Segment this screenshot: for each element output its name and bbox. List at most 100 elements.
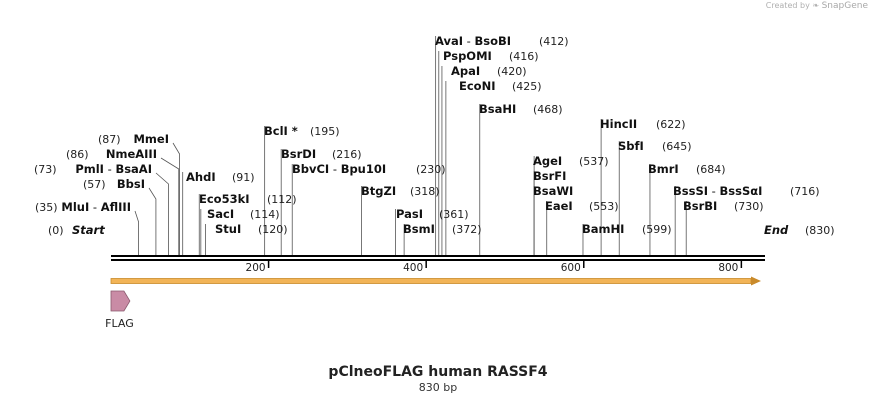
restriction-site: MmeI (87) [98, 132, 169, 146]
site-name-secondary: BsoBI [475, 34, 512, 48]
feature-arrow [110, 290, 131, 312]
ruler-tick-label: 600 [561, 262, 581, 274]
site-name-primary: PasI [396, 207, 423, 221]
site-leader-lines [134, 36, 687, 255]
ruler-tick-label: 800 [718, 262, 738, 274]
site-position: (468) [533, 103, 563, 116]
orf-arrow [110, 276, 761, 286]
site-name-separator: - [89, 200, 100, 214]
site-position: (318) [410, 185, 440, 198]
ruler-tick-label: 200 [246, 262, 266, 274]
site-name: AhdI [186, 170, 216, 184]
site-name: BsmI [403, 222, 435, 236]
map-length: 830 bp [418, 381, 458, 394]
site-position: (416) [509, 50, 539, 63]
site-name-primary: BsaWI [533, 184, 573, 198]
site-name-separator: - [463, 34, 474, 48]
site-name: StuI [215, 222, 241, 236]
site-name-separator: - [104, 162, 115, 176]
site-name: BsrBI [683, 199, 717, 213]
start-position: (0) [48, 224, 64, 237]
site-position: (730) [734, 200, 764, 213]
restriction-site: ApaI (420) [451, 64, 527, 78]
site-name-separator: - [329, 162, 340, 176]
restriction-site: StuI (120) [215, 222, 288, 236]
site-name: BsrFI [533, 169, 566, 183]
site-leader-line [134, 210, 139, 255]
site-name: BmrI [648, 162, 679, 176]
restriction-site: BamHI (599) [582, 222, 672, 236]
site-position: (716) [790, 185, 820, 198]
site-name: SacI [207, 207, 234, 221]
site-name-primary: AvaI [435, 34, 463, 48]
site-leader-line [172, 142, 180, 255]
restriction-site: BtgZI (318) [361, 184, 440, 198]
site-position: (537) [579, 155, 609, 168]
restriction-site: BbvCI - Bpu10I(230) [292, 162, 446, 176]
site-position: (412) [539, 35, 569, 48]
site-name-primary: BsmI [403, 222, 435, 236]
site-position: (599) [642, 223, 672, 236]
end-position: (830) [805, 224, 835, 237]
site-name: ApaI [451, 64, 480, 78]
restriction-site: PspOMI(416) [443, 49, 539, 63]
credit-prefix: Created by [765, 1, 810, 10]
site-name-primary: EaeI [545, 199, 573, 213]
site-position: (553) [589, 200, 619, 213]
site-name: PasI [396, 207, 423, 221]
restriction-site: MluI - AflIII(35) [35, 200, 131, 214]
restriction-site: EaeI (553) [545, 199, 619, 213]
site-name-primary: BclI * [264, 124, 298, 138]
restriction-site: HincII(622) [600, 117, 686, 131]
restriction-site: SacI (114) [207, 207, 280, 221]
site-name: BsrDI [281, 147, 316, 161]
site-position: (684) [696, 163, 726, 176]
site-name-separator: - [708, 184, 719, 198]
site-name-primary: AhdI [186, 170, 216, 184]
site-name: BtgZI [361, 184, 396, 198]
site-position: (87) [98, 133, 121, 146]
site-name-primary: ApaI [451, 64, 480, 78]
site-name: NmeAIII [106, 147, 157, 161]
site-name: EcoNI [459, 79, 495, 93]
site-name-secondary: Bpu10I [341, 162, 386, 176]
site-name-primary: BtgZI [361, 184, 396, 198]
site-name-primary: StuI [215, 222, 241, 236]
restriction-site: BclI *(195) [264, 124, 340, 138]
restriction-site: BsrFI [533, 169, 566, 183]
site-name: BsaHI [479, 102, 516, 116]
site-position: (73) [34, 163, 57, 176]
site-position: (622) [656, 118, 686, 131]
restriction-site: BmrI (684) [648, 162, 726, 176]
site-name-primary: BamHI [582, 222, 624, 236]
site-name-primary: BmrI [648, 162, 679, 176]
site-name-primary: SbfI [618, 139, 644, 153]
restriction-site: BsmI (372) [403, 222, 482, 236]
restriction-site: PasI(361) [396, 207, 469, 221]
site-position: (86) [66, 148, 89, 161]
site-name-primary: AgeI [533, 154, 562, 168]
site-position: (57) [83, 178, 106, 191]
site-position: (216) [332, 148, 362, 161]
restriction-site: BbsI (57) [83, 177, 145, 191]
restriction-site: EcoNI(425) [459, 79, 542, 93]
site-position: (112) [267, 193, 297, 206]
site-name-primary: EcoNI [459, 79, 495, 93]
site-name: MmeI [133, 132, 169, 146]
feature-label: FLAG [105, 317, 134, 330]
site-position: (120) [258, 223, 288, 236]
site-position: (372) [452, 223, 482, 236]
site-name: EaeI [545, 199, 573, 213]
site-position: (420) [497, 65, 527, 78]
dna-backbone [111, 255, 765, 261]
site-name-primary: BbsI [117, 177, 145, 191]
site-position: (114) [250, 208, 280, 221]
site-name: BbvCI - Bpu10I [292, 162, 386, 176]
sequence-ends: (0) Start End (830) [48, 223, 835, 237]
site-name-secondary: BssSαI [720, 184, 763, 198]
ruler-tick-label: 400 [403, 262, 423, 274]
end-label: End [764, 223, 789, 237]
site-name-primary: PmlI [75, 162, 104, 176]
brand-name: SnapGene [821, 1, 868, 11]
site-name-primary: MluI [61, 200, 89, 214]
